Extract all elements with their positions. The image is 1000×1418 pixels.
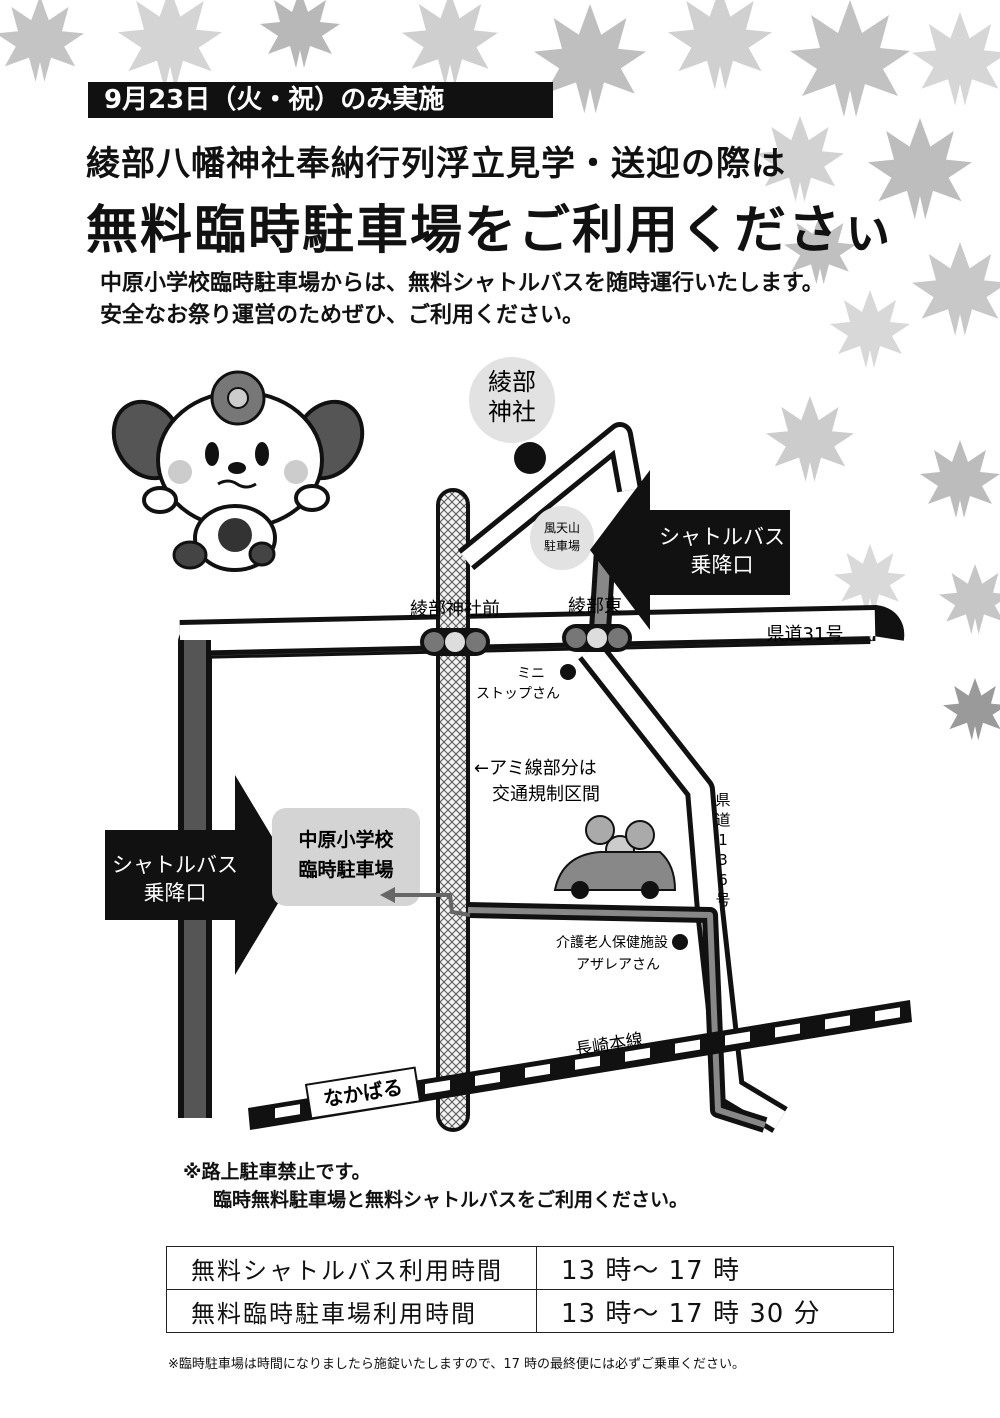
access-map: シャトルバス 乗降口 なかばる 長崎本線 綾部 神社 風天山 駐車場 シャトルバ… xyxy=(105,357,912,1133)
shuttle-stop-left-label1: シャトルバス xyxy=(112,853,238,877)
signal-label-ayabe-jinja-mae: 綾部神社前 xyxy=(410,599,500,620)
shrine-label1: 綾部 xyxy=(488,368,536,396)
shrine-label2: 神社 xyxy=(488,398,536,426)
table-row: 無料シャトルバス利用時間 13 時〜 17 時 xyxy=(166,1246,894,1290)
shrine-marker xyxy=(514,442,546,474)
restricted-road-mesh xyxy=(436,488,470,1132)
parking-notice: ※路上駐車禁止です。 臨時無料駐車場と無料シャトルバスをご利用ください。 xyxy=(183,1158,688,1214)
nursing-facility-marker xyxy=(672,934,688,950)
notice-line2: 臨時無料駐車場と無料シャトルバスをご利用ください。 xyxy=(213,1189,689,1211)
nursing-label2: アザレアさん xyxy=(576,957,660,973)
ministop-marker xyxy=(560,664,576,680)
school-label2: 臨時駐車場 xyxy=(298,858,393,881)
road-to-shrine xyxy=(460,427,638,567)
svg-text:号: 号 xyxy=(715,891,730,909)
shuttle-stop-right-label1: シャトルバス xyxy=(659,525,785,549)
intro-line2: 安全なお祭り運営のためぜひ、ご利用ください。 xyxy=(100,303,585,328)
mesh-note-line1: ←アミ線部分は xyxy=(474,758,597,779)
svg-text:6: 6 xyxy=(718,871,728,889)
headline-line2: 無料臨時駐車場をご利用くださぃ xyxy=(86,201,897,261)
shuttle-stop-left-label2: 乗降口 xyxy=(144,881,207,905)
ministop-label1: ミニ xyxy=(517,666,545,682)
intro-line1: 中原小学校臨時駐車場からは、無料シャトルバスを随時運行いたします。 xyxy=(100,271,824,296)
svg-text:1: 1 xyxy=(718,831,728,849)
shuttle-stop-right-arrow: シャトルバス 乗降口 xyxy=(590,470,790,630)
svg-text:3: 3 xyxy=(718,851,728,869)
nursing-label1: 介護老人保健施設 xyxy=(556,935,668,951)
car-illustration xyxy=(553,815,677,899)
school-label1: 中原小学校 xyxy=(298,828,394,851)
shrine-badge xyxy=(469,357,555,443)
route136-label: 県 道 1 3 6 号 xyxy=(715,791,730,909)
route-to-school-arrow xyxy=(388,893,471,917)
kazeten-parking-badge xyxy=(530,506,594,570)
route31-road xyxy=(179,610,876,651)
hours-value: 13 時〜 17 時 30 分 xyxy=(536,1289,894,1333)
mascot-illustration xyxy=(111,370,365,572)
table-row: 無料臨時駐車場利用時間 13 時〜 17 時 30 分 xyxy=(166,1289,894,1333)
signal-label-ayabe-higashi: 綾部東 xyxy=(568,596,622,617)
svg-text:県: 県 xyxy=(715,791,730,809)
hours-label: 無料臨時駐車場利用時間 xyxy=(166,1289,537,1333)
event-date-banner: 9月23日（火・祝）のみ実施 xyxy=(88,82,553,118)
hours-value: 13 時〜 17 時 xyxy=(536,1246,894,1290)
headline-line1: 綾部八幡神社奉納行列浮立見学・送迎の際は xyxy=(86,144,786,184)
notice-line1: ※路上駐車禁止です。 xyxy=(183,1161,371,1183)
traffic-signal-ayabe-jinja-mae xyxy=(420,628,490,656)
traffic-signal-ayabe-higashi xyxy=(562,624,632,652)
route31-label: 県道31号 xyxy=(767,624,844,645)
mesh-note-line2: 交通規制区間 xyxy=(492,784,600,805)
hours-label: 無料シャトルバス利用時間 xyxy=(166,1246,537,1290)
intro-text: 中原小学校臨時駐車場からは、無料シャトルバスを随時運行いたします。 安全なお祭り… xyxy=(100,268,824,332)
kazeten-label1: 風天山 xyxy=(544,521,580,535)
ministop-label2: ストップさん xyxy=(476,686,560,702)
school-parking-box xyxy=(272,808,420,906)
shuttle-stop-right-label2: 乗降口 xyxy=(691,553,754,577)
svg-text:道: 道 xyxy=(715,811,730,829)
hours-table: 無料シャトルバス利用時間 13 時〜 17 時 無料臨時駐車場利用時間 13 時… xyxy=(166,1246,894,1333)
footnote: ※臨時駐車場は時間になりましたら施錠いたしますので、17 時の最終便には必ずご乗… xyxy=(168,1357,746,1372)
kazeten-label2: 駐車場 xyxy=(544,538,580,553)
shuttle-stop-left-arrow: シャトルバス 乗降口 xyxy=(105,775,295,975)
